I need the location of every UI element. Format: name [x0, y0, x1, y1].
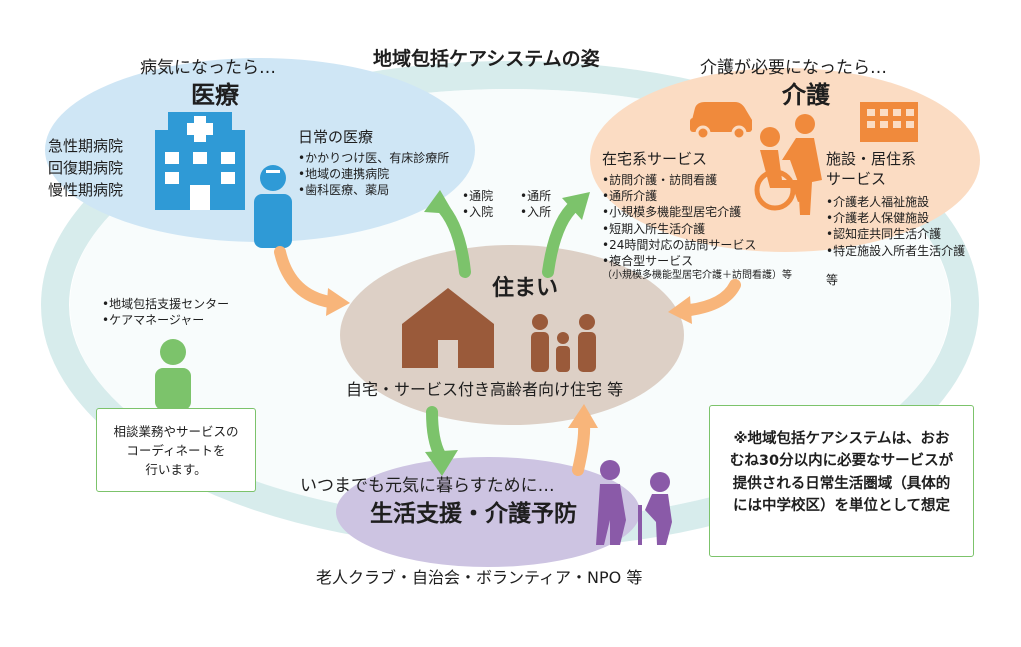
home-service-item: •24時間対応の訪問サービス [602, 237, 757, 252]
hospital-icon [155, 112, 245, 210]
consult-box: 相談業務やサービスの コーディネートを 行います。 [96, 408, 256, 492]
prevention-lead: いつまでも元気に暮らすために… [300, 476, 555, 496]
note-text: ※地域包括ケアシステムは、おおむね30分以内に必要なサービスが提供される日常生活… [729, 431, 954, 515]
medical-heading: 医療 [191, 81, 239, 109]
facility-item: •認知症共同生活介護 [826, 227, 942, 242]
housing-area [340, 245, 684, 425]
daily-medical-item: •地域の連携病院 [298, 167, 390, 182]
label-outpatient: •通院 [462, 189, 494, 203]
care-heading: 介護 [782, 81, 830, 109]
medical-transfer-labels: •通院 •入院 [462, 188, 493, 220]
arrow-prevention-to-housing [572, 419, 591, 476]
daily-medical-item: •歯科医療、薬局 [298, 183, 390, 198]
hospital-chronic: 慢性期病院 [48, 180, 124, 199]
car-icon [690, 102, 752, 141]
facility-item: •介護老人保健施設 [826, 211, 930, 226]
facility-building-icon [860, 102, 918, 142]
label-day-service: •通所 [520, 189, 552, 203]
facility-item: •介護老人福祉施設 [826, 195, 930, 209]
housing-caption: 自宅・サービス付き高齢者向け住宅 等 [346, 380, 624, 399]
house-icon [402, 288, 494, 368]
arrow-housing-to-medical-head [424, 190, 454, 214]
care-lead: 介護が必要になったら… [700, 58, 887, 78]
care-transfer-labels: •通所 •入所 [520, 188, 551, 220]
consult-box-line: 相談業務やサービスの [113, 424, 239, 439]
wheelchair-caregiver-icon [754, 114, 822, 215]
arrow-housing-to-care-head [562, 192, 590, 220]
arrow-housing-to-care [542, 199, 581, 278]
home-service-item: •小規模多機能型居宅介護 [602, 205, 742, 220]
prevention-area [336, 457, 640, 567]
label-admission: •入院 [462, 205, 494, 220]
prevention-caption: 老人クラブ・自治会・ボランティア・NPO 等 [316, 568, 643, 587]
note-box: ※地域包括ケアシステムは、おおむね30分以内に必要なサービスが提供される日常生活… [709, 405, 974, 557]
arrow-care-to-housing-head [668, 296, 692, 324]
family-icon [531, 314, 596, 372]
home-service-item: •訪問介護・訪問看護 [602, 173, 718, 187]
facility-services-list: •介護老人福祉施設 •介護老人保健施設 •認知症共同生活介護 •特定施設入所者生… [826, 194, 965, 259]
home-service-item: •通所介護 [602, 189, 658, 204]
consult-box-line: コーディネートを [126, 442, 226, 458]
home-service-item: •複合型サービス [602, 253, 694, 268]
arrow-care-to-housing [684, 279, 741, 316]
arrow-prevention-to-housing-head [568, 404, 598, 428]
facility-services-heading: 施設・居住系 サービス [826, 150, 916, 189]
arrow-medical-to-housing [274, 246, 336, 308]
medical-area [45, 58, 475, 242]
consultant-person-icon [155, 339, 191, 410]
daily-medical-list: •かかりつけ医、有床診療所 •地域の連携病院 •歯科医療、薬局 [298, 150, 449, 199]
hospital-recovery: 回復期病院 [48, 158, 124, 177]
elderly-support-icon [596, 460, 672, 545]
home-services-heading: 在宅系サービス [602, 150, 708, 168]
daily-medical-item: •かかりつけ医、有床診療所 [298, 151, 450, 165]
diagram-title: 地域包括ケアシステムの姿 [373, 48, 600, 70]
home-service-note: （小規模多機能型居宅介護＋訪問看護）等 [602, 270, 792, 282]
facility-etc: 等 [826, 273, 839, 287]
facility-heading-line: サービス [826, 169, 887, 188]
facility-item: •特定施設入所者生活介護 [826, 243, 966, 258]
home-service-item: •短期入所生活介護 [602, 221, 706, 236]
arrow-housing-to-prevention-head [425, 450, 458, 476]
medical-lead: 病気になったら… [140, 58, 276, 78]
hospital-acute: 急性期病院 [48, 137, 124, 155]
consult-list: •地域包括支援センター •ケアマネージャー [102, 296, 229, 328]
home-services-list: •訪問介護・訪問看護 •通所介護 •小規模多機能型居宅介護 •短期入所生活介護 … [602, 172, 792, 283]
housing-heading: 住まい [492, 276, 559, 301]
consult-item: •地域包括支援センター [102, 297, 230, 311]
consult-box-line: 行います。 [145, 461, 207, 477]
prevention-heading: 生活支援・介護予防 [370, 501, 577, 527]
facility-heading-line: 施設・居住系 [826, 150, 917, 168]
daily-medical-heading: 日常の医療 [298, 128, 374, 146]
arrow-medical-to-housing-head [326, 288, 350, 316]
doctor-icon [254, 165, 292, 248]
hospital-list: 急性期病院 回復期病院 慢性期病院 [48, 136, 123, 201]
consult-item: •ケアマネージャー [102, 313, 205, 328]
label-residential-admission: •入所 [520, 205, 552, 220]
consult-box-text: 相談業務やサービスの コーディネートを 行います。 [97, 409, 255, 479]
